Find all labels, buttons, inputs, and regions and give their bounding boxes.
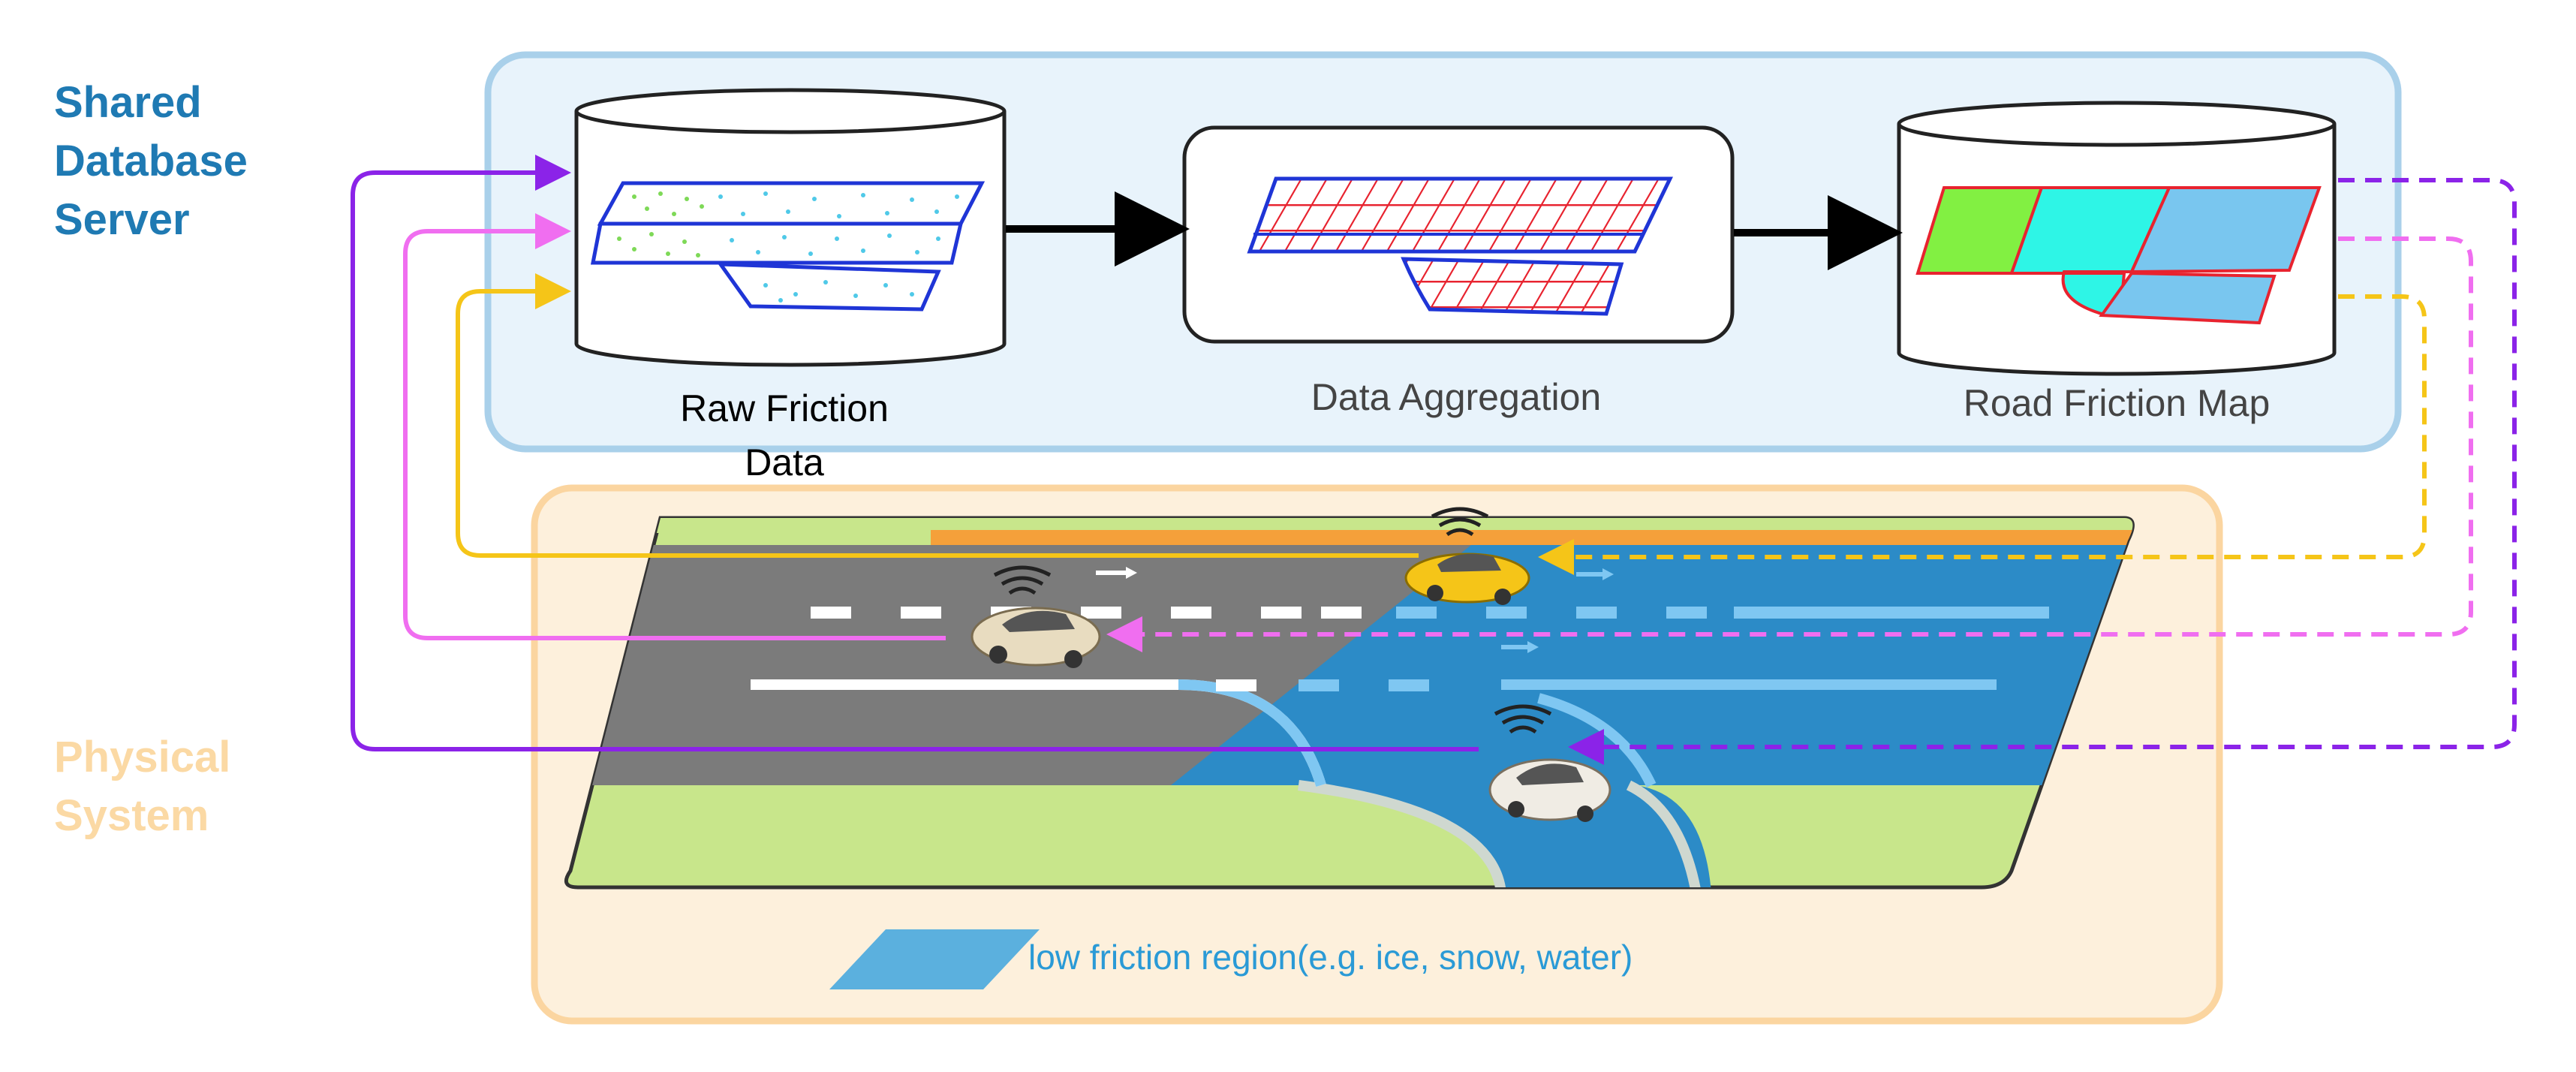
- white-car-icon: [1488, 704, 1612, 822]
- road-friction-map-database-icon: [1897, 101, 2337, 376]
- map-to-white-car-link: [1568, 178, 2517, 765]
- low-friction-legend-swatch: [829, 929, 1040, 989]
- road-scene: [564, 516, 2135, 890]
- physical-system-title: Physical System: [54, 733, 231, 840]
- aggregation-label: Data Aggregation: [1311, 376, 1602, 418]
- taxi-car-icon: [1404, 507, 1530, 605]
- raw-data-database-icon: [574, 88, 1007, 367]
- beige-car-icon: [971, 565, 1101, 668]
- low-friction-legend-label: low friction region(e.g. ice, snow, wate…: [1028, 938, 1633, 977]
- beige-car-upload-link: [403, 213, 946, 640]
- white-car-upload-link: [351, 155, 1479, 751]
- map-to-beige-car-link: [1106, 236, 2473, 652]
- raw-data-label: Raw Friction Data: [680, 387, 889, 483]
- taxi-upload-link: [456, 273, 1419, 558]
- data-aggregation-box: [1182, 125, 1735, 344]
- road-friction-map-label: Road Friction Map: [1963, 382, 2271, 424]
- server-title: Shared Database Server: [54, 78, 248, 244]
- raw-data-points: [590, 181, 986, 312]
